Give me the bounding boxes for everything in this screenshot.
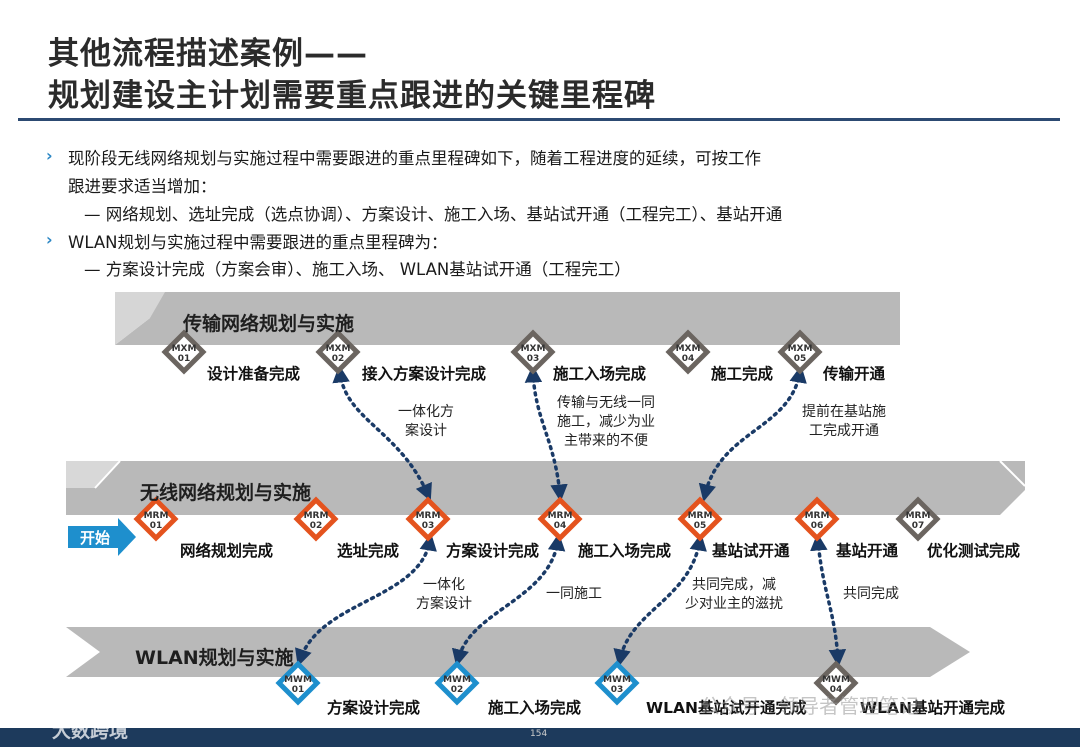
svg-text:05: 05	[694, 521, 707, 531]
title-line-2: 规划建设主计划需要重点跟进的关键里程碑	[48, 78, 656, 114]
footer-bar	[0, 728, 1080, 747]
mrm-01-label: 网络规划完成	[180, 542, 274, 560]
svg-text:01: 01	[150, 521, 163, 531]
connector-mrm03-mwm01	[295, 533, 437, 667]
svg-text:MXM: MXM	[676, 344, 701, 354]
note-construct-together: 一同施工	[546, 586, 602, 602]
wechat-watermark: 公众号 · 领导者管理笔记	[700, 694, 920, 718]
svg-text:MXM: MXM	[172, 344, 197, 354]
mrm-06-label: 基站开通	[836, 542, 899, 560]
svg-text:MWM: MWM	[443, 675, 471, 685]
mrm-07-label: 优化测试完成	[927, 542, 1021, 560]
mwm-02-label: 施工入场完成	[488, 699, 582, 717]
mrm-02-label: 选址完成	[337, 542, 400, 560]
svg-text:06: 06	[811, 521, 824, 531]
connector-mxm02-mrm03	[332, 365, 432, 502]
svg-text:07: 07	[912, 521, 925, 531]
svg-text:02: 02	[332, 354, 345, 364]
bullet-chevron-icon: ›	[46, 146, 53, 165]
svg-text:MWM: MWM	[284, 675, 312, 685]
svg-text:03: 03	[611, 685, 624, 695]
note-joint-construction: 传输与无线一同 施工，减少为业 主带来的不便	[557, 395, 655, 449]
svg-text:03: 03	[422, 521, 435, 531]
svg-text:02: 02	[451, 685, 464, 695]
page-number: 154	[530, 729, 548, 739]
note-advance-opening: 提前在基站施 工完成开通	[802, 404, 886, 439]
svg-text:MXM: MXM	[521, 344, 546, 354]
svg-text:01: 01	[292, 685, 305, 695]
connector-mrm05-mwm03	[613, 533, 707, 667]
svg-text:02: 02	[310, 521, 323, 531]
mrm-05-label: 基站试开通	[712, 542, 790, 560]
mxm-04-label: 施工完成	[711, 365, 774, 383]
svg-text:01: 01	[178, 354, 191, 364]
svg-text:MRM: MRM	[688, 511, 713, 521]
svg-text:04: 04	[682, 354, 695, 364]
svg-text:MRM: MRM	[416, 511, 441, 521]
svg-text:03: 03	[527, 354, 540, 364]
brand-watermark: 大数跨境	[52, 720, 129, 742]
mrm-03-label: 方案设计完成	[446, 542, 540, 560]
bullet-1-sub: — 网络规划、选址完成（选点协调）、方案设计、施工入场、基站试开通（工程完工）、…	[84, 205, 783, 224]
svg-text:MWM: MWM	[822, 675, 850, 685]
svg-text:MXM: MXM	[788, 344, 813, 354]
connector-mxm05-mrm05	[698, 365, 807, 502]
mxm-01-label: 设计准备完成	[207, 365, 301, 383]
start-label: 开始	[80, 529, 111, 547]
band-title-transmission: 传输网络规划与实施	[183, 313, 355, 335]
svg-text:MRM: MRM	[548, 511, 573, 521]
mxm-02-label: 接入方案设计完成	[362, 365, 487, 383]
band-title-wlan: WLAN规划与实施	[135, 647, 294, 669]
bullet-2-sub: — 方案设计完成（方案会审）、施工入场、 WLAN基站试开通（工程完工）	[84, 260, 631, 279]
note-joint-completion-less-disturbance: 共同完成，减 少对业主的滋扰	[685, 577, 783, 612]
band-transmission	[115, 292, 900, 345]
bullet-chevron-icon: ›	[46, 230, 53, 249]
connector-mrm06-mwm04	[810, 533, 847, 667]
mwm-01-label: 方案设计完成	[327, 699, 421, 717]
mwm-04-label: WLAN基站开通完成	[860, 699, 1005, 717]
mxm-05-label: 传输开通	[823, 365, 886, 383]
mxm-03-label: 施工入场完成	[553, 365, 647, 383]
mrm-04-label: 施工入场完成	[578, 542, 672, 560]
bullet-2-line-1: WLAN规划与实施过程中需要跟进的重点里程碑为：	[68, 233, 448, 252]
connector-mrm04-mwm02	[451, 533, 566, 667]
note-integrated-design-1: 一体化方 案设计	[398, 404, 454, 439]
svg-text:04: 04	[554, 521, 567, 531]
svg-text:04: 04	[830, 685, 843, 695]
svg-text:MRM: MRM	[304, 511, 329, 521]
svg-text:MRM: MRM	[144, 511, 169, 521]
svg-text:MXM: MXM	[326, 344, 351, 354]
bullet-1-line-1: 现阶段无线网络规划与实施过程中需要跟进的重点里程碑如下，随着工程进度的延续，可按…	[68, 149, 761, 168]
connector-mxm03-mrm04	[524, 365, 568, 502]
bullet-1-line-2: 跟进要求适当增加：	[68, 177, 217, 196]
start-arrow	[68, 518, 136, 556]
mwm-03-label: WLAN基站试开通完成	[646, 699, 807, 717]
svg-text:MWM: MWM	[603, 675, 631, 685]
svg-text:05: 05	[794, 354, 807, 364]
title-divider	[18, 118, 1060, 121]
band-title-wireless: 无线网络规划与实施	[140, 482, 312, 504]
svg-text:MRM: MRM	[805, 511, 830, 521]
svg-text:MRM: MRM	[906, 511, 931, 521]
title-line-1: 其他流程描述案例——	[48, 36, 368, 72]
note-integrated-design-2: 一体化 方案设计	[416, 577, 472, 612]
note-joint-completion: 共同完成	[843, 586, 899, 602]
